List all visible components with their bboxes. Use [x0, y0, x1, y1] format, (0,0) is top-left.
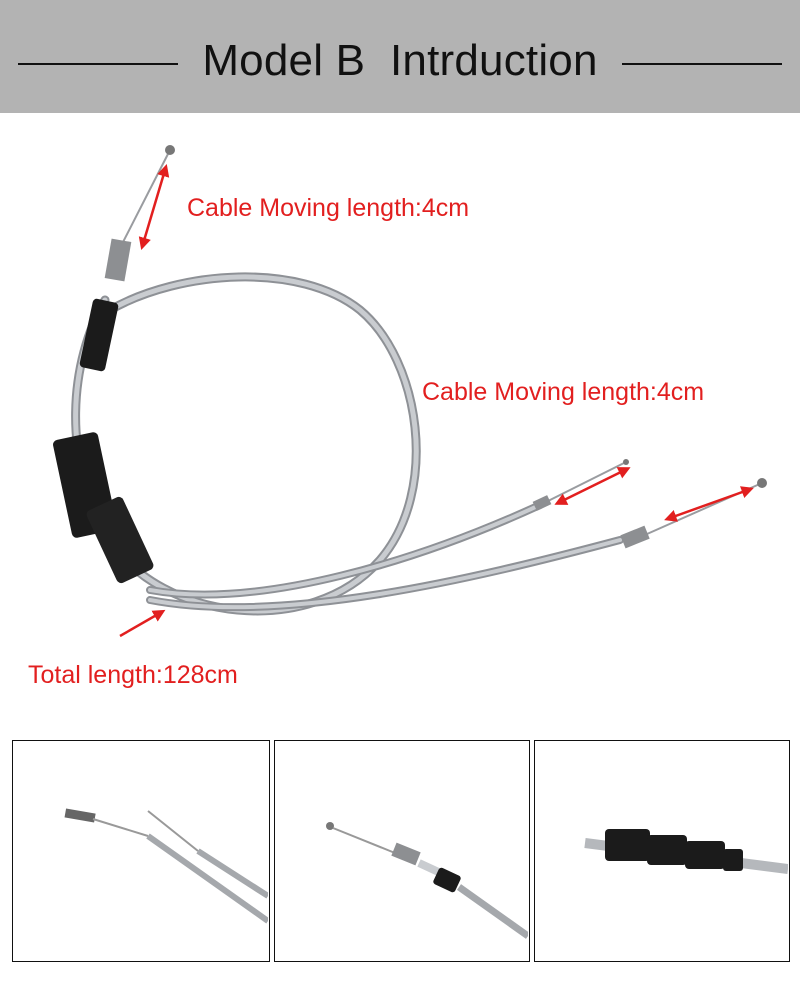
thumbnail-3 [534, 740, 790, 962]
header-rule-left [18, 63, 178, 65]
cable-fittings [53, 145, 767, 584]
total-length-label: Total length:128cm [28, 661, 238, 689]
top-cable-label: Cable Moving length:4cm [187, 194, 470, 222]
header-banner: Model B Intrduction [0, 0, 800, 113]
thumbnail-2 [274, 740, 530, 962]
measurement-arrows [119, 164, 754, 638]
right-cables-label: Cable Moving length:4cm [422, 378, 705, 406]
page-title: Model B Intrduction [202, 36, 598, 85]
main-product-photo [53, 145, 767, 638]
header-rule-right [622, 63, 782, 65]
thumbnail-1 [12, 740, 270, 962]
